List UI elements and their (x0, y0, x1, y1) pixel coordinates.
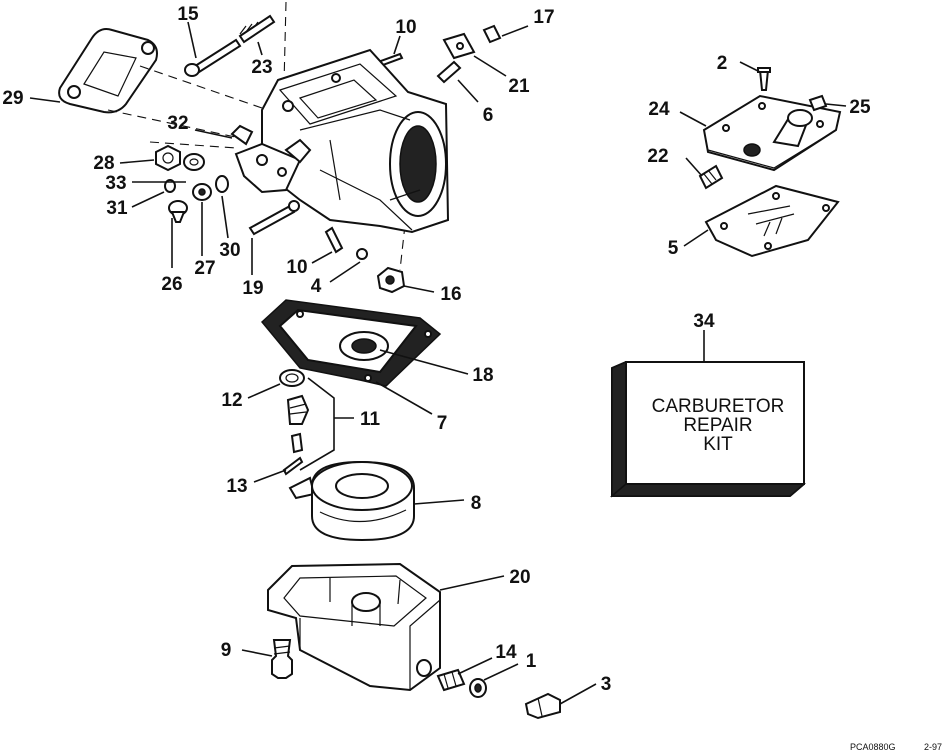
part-screw-19 (248, 200, 300, 236)
leader-lines (29, 21, 847, 705)
callout-7: 7 (437, 413, 448, 434)
callout-10-top: 10 (395, 17, 416, 38)
callout-11: 11 (360, 409, 381, 430)
callout-5: 5 (668, 238, 679, 259)
part-fitting-25 (808, 94, 828, 112)
callout-15: 15 (177, 4, 199, 25)
callout-9: 9 (221, 640, 232, 661)
part-ring-12 (279, 369, 305, 387)
part-gasket-29 (58, 28, 158, 114)
callout-26: 26 (161, 274, 182, 295)
callout-20: 20 (509, 567, 530, 588)
callout-31: 31 (106, 198, 128, 219)
callout-23: 23 (251, 57, 272, 78)
part-screw-15 (184, 38, 242, 77)
part-washer-30 (215, 175, 229, 193)
callout-29: 29 (2, 88, 23, 109)
part-washer-33 (183, 153, 205, 171)
callout-16: 16 (440, 284, 461, 305)
part-cover-24 (702, 94, 842, 172)
part-nut-16 (376, 266, 406, 294)
callout-4: 4 (311, 276, 322, 297)
callout-3: 3 (601, 674, 612, 695)
part-gasket-18 (339, 331, 389, 361)
part-float-8 (288, 460, 415, 542)
callout-32: 32 (167, 113, 188, 134)
bracket-11 (299, 377, 335, 471)
callout-22: 22 (647, 146, 668, 167)
callout-18: 18 (472, 365, 493, 386)
part-lever-32 (230, 124, 312, 194)
callout-labels: 15 23 10 17 21 6 29 32 28 33 31 26 27 30… (2, 4, 871, 695)
part-plug-17 (482, 24, 502, 44)
part-float-bowl-20 (267, 562, 441, 692)
callout-21: 21 (508, 76, 530, 97)
alignment-dashed-lines (107, 1, 406, 271)
figure-date: 2-97 (924, 742, 942, 752)
callout-2: 2 (717, 53, 728, 74)
callout-1: 1 (526, 651, 537, 672)
callout-28: 28 (93, 153, 114, 174)
part-screw-22 (698, 164, 724, 190)
part-diaphragm-5 (704, 184, 840, 258)
callout-24: 24 (648, 99, 670, 120)
part-bracket-21 (442, 32, 476, 60)
part-nut-28 (155, 144, 181, 172)
callout-13: 13 (226, 476, 247, 497)
kit-label-line1: CARBURETOR (652, 396, 785, 417)
figure-code: PCA0880G (850, 742, 896, 752)
part-pin-13 (282, 456, 304, 476)
part-spring-23 (238, 14, 276, 44)
repair-kit-box: CARBURETOR REPAIR KIT (609, 360, 807, 498)
callout-17: 17 (533, 7, 554, 28)
callout-8: 8 (471, 493, 482, 514)
callout-10-lower: 10 (286, 257, 307, 278)
kit-label-line2: REPAIR (683, 415, 752, 436)
carburetor-body (261, 48, 450, 234)
callout-12: 12 (221, 390, 242, 411)
part-screw-9 (271, 639, 293, 679)
part-washer-1 (469, 678, 487, 698)
callout-25: 25 (849, 97, 871, 118)
part-ring-31 (164, 179, 176, 193)
part-ball-4 (356, 248, 368, 260)
part-washer-27 (192, 183, 212, 201)
part-screw-6 (436, 60, 462, 84)
kit-label-line3: KIT (703, 434, 733, 455)
callout-19: 19 (242, 278, 263, 299)
part-screw-26 (168, 200, 188, 223)
callout-6: 6 (483, 105, 494, 126)
part-screw-14 (436, 668, 466, 692)
part-needle-seat-11 (286, 394, 310, 454)
callout-30: 30 (219, 240, 240, 261)
part-plug-3 (524, 692, 561, 720)
callout-14: 14 (495, 642, 517, 663)
part-pin-10-lower (324, 226, 344, 254)
callout-27: 27 (194, 258, 215, 279)
callout-33: 33 (105, 173, 126, 194)
callout-34: 34 (693, 311, 715, 332)
